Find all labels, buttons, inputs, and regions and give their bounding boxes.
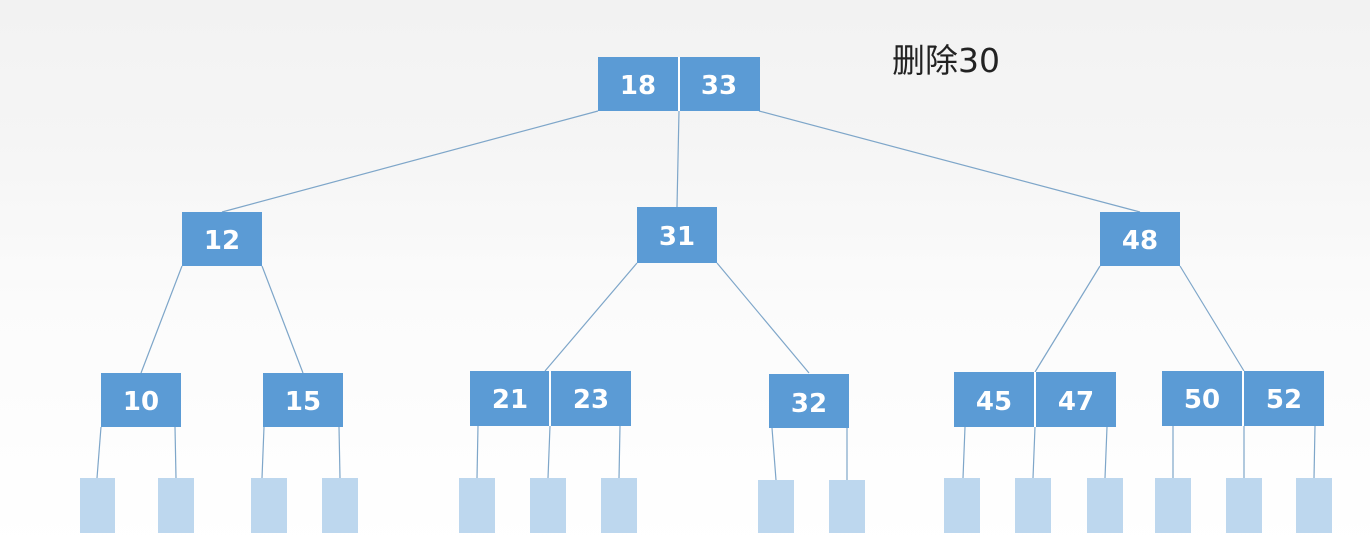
edge-leaf [771, 427, 777, 481]
root-key-33: 33 [701, 71, 737, 101]
edge-root-right [758, 110, 1141, 213]
level1-node-31: 31 [637, 207, 717, 263]
leaf-box [1087, 478, 1123, 533]
level2-node-45-47: 45 47 [954, 372, 1116, 427]
edges-root [221, 110, 1141, 213]
key-31: 31 [659, 222, 695, 252]
leaf-box [322, 478, 358, 533]
leaf-box [459, 478, 495, 533]
edge-leaf [174, 426, 177, 479]
key-52: 52 [1266, 385, 1302, 415]
key-cell [1035, 372, 1116, 427]
leaf-box [758, 480, 794, 533]
key-23: 23 [573, 385, 609, 415]
key-cell [1100, 212, 1180, 266]
level1-node-12: 12 [182, 212, 262, 266]
edges-level1 [140, 262, 1245, 374]
root-key-cell [679, 57, 760, 111]
leaf-box [530, 478, 566, 533]
key-50: 50 [1184, 385, 1220, 415]
key-10: 10 [123, 387, 159, 417]
edge-root-middle [676, 110, 680, 208]
edge-31-2123 [544, 262, 638, 372]
key-45: 45 [976, 387, 1012, 417]
key-12: 12 [204, 226, 240, 256]
root-key-18: 18 [620, 71, 656, 101]
key-47: 47 [1058, 387, 1094, 417]
level2-node-50-52: 50 52 [1162, 371, 1324, 426]
key-cell [263, 373, 343, 427]
key-cell [1243, 371, 1324, 426]
edge-leaf [547, 425, 551, 479]
leaf-box [601, 478, 637, 533]
edge-leaf [1104, 426, 1108, 479]
edge-leaf [476, 425, 479, 479]
leaf-box [1015, 478, 1051, 533]
key-cell [637, 207, 717, 263]
key-15: 15 [285, 387, 321, 417]
key-48: 48 [1122, 226, 1158, 256]
leaf-placeholders [80, 478, 1332, 533]
leaf-box [1155, 478, 1191, 533]
caption-text: 删除30 [892, 41, 1000, 80]
root-key-cell [598, 57, 679, 111]
edge-12-15 [261, 265, 304, 374]
level2-node-10: 10 [101, 373, 181, 427]
root-node: 18 33 [598, 57, 760, 111]
leaf-box [1296, 478, 1332, 533]
key-cell [954, 372, 1035, 427]
leaf-box [80, 478, 115, 533]
key-cell [470, 371, 550, 426]
edge-root-left [221, 110, 599, 213]
edge-31-32 [716, 262, 810, 374]
edge-12-10 [140, 265, 183, 374]
edge-48-4547 [1034, 265, 1101, 373]
leaf-box [1226, 478, 1262, 533]
leaf-box [944, 478, 980, 533]
edge-leaf [261, 426, 265, 479]
level2-node-15: 15 [263, 373, 343, 427]
edge-leaf [618, 425, 621, 479]
edge-leaf [96, 426, 102, 479]
edge-leaf [338, 426, 341, 479]
key-21: 21 [492, 385, 528, 415]
leaf-box [158, 478, 194, 533]
key-cell [101, 373, 181, 427]
key-cell [182, 212, 262, 266]
key-cell [769, 374, 849, 428]
edge-leaf [1313, 425, 1316, 479]
key-32: 32 [791, 389, 827, 419]
edge-48-5052 [1179, 265, 1245, 372]
level1-node-48: 48 [1100, 212, 1180, 266]
key-cell [550, 371, 631, 426]
level2-node-32: 32 [769, 374, 849, 428]
edge-leaf [1032, 426, 1036, 479]
edges-leaves [96, 425, 1316, 481]
leaf-box [251, 478, 287, 533]
edge-leaf [962, 426, 966, 479]
leaf-box [829, 480, 865, 533]
key-cell [1162, 371, 1243, 426]
level2-node-21-23: 21 23 [470, 371, 631, 426]
